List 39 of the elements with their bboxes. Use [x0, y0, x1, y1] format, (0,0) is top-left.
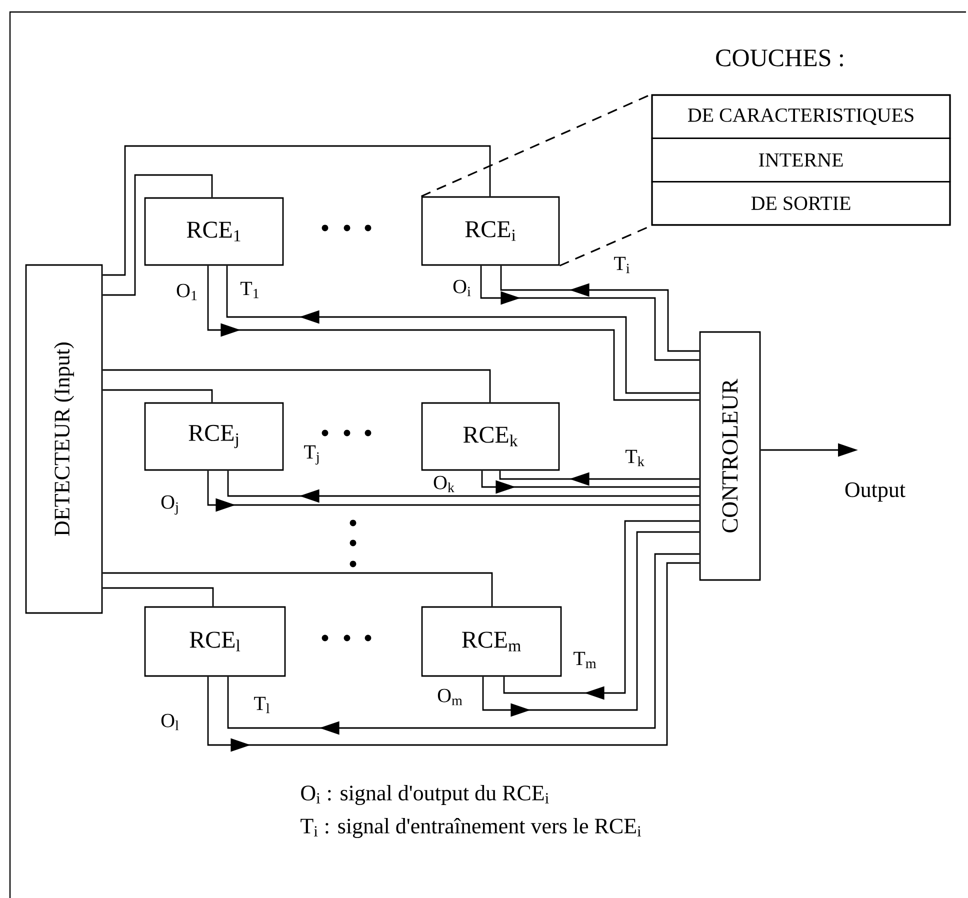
edge-label: O$_{i}$: [452, 278, 472, 298]
layer-cell: DE SORTIE: [651, 180, 951, 226]
rce-box: RCE$_{i}$: [421, 196, 560, 266]
edge-label: T$_{l}$: [252, 696, 272, 714]
edge-label: T$_{j}$: [302, 444, 322, 466]
edge-label: T$_{m}$: [572, 650, 598, 670]
edge-label: Output: [843, 481, 907, 503]
controller-box: CONTROLEUR: [699, 331, 761, 581]
signal-line: [503, 520, 700, 700]
connection-line: [102, 572, 493, 606]
edge-label: O$_{j}$: [160, 494, 180, 516]
note-text: T$_{i}$ : signal d'entraînement vers le RCE$_{i}$: [300, 818, 642, 838]
note-text: O$_{i}$ : signal d'output du RCE$_{i}$: [301, 785, 549, 805]
signal-line: [227, 470, 700, 503]
layer-cell: INTERNE: [651, 138, 951, 182]
signal-line: [227, 553, 700, 735]
edge-label: O$_{l}$: [160, 712, 180, 732]
rce-box: RCE$_{l}$: [144, 606, 286, 677]
edge-label: T$_{k}$: [624, 448, 646, 468]
table-heading: COUCHES :: [716, 50, 843, 66]
connection-line: [102, 587, 214, 606]
edge-label: T$_{i}$: [612, 256, 632, 274]
connection-line: [102, 145, 491, 276]
edge-label: O$_{k}$: [432, 474, 456, 494]
detector-box: DETECTEUR (Input): [25, 264, 103, 614]
rce-box: RCE$_{1}$: [144, 197, 284, 266]
connection-line: [102, 369, 491, 402]
signal-line: [500, 266, 700, 352]
rce-box: RCE$_{j}$: [144, 402, 284, 471]
connection-line: [102, 174, 213, 296]
connection-line: [102, 389, 213, 402]
signal-line: [499, 470, 700, 486]
layer-cell: DE CARACTERISTIQUES: [651, 94, 951, 140]
rce-box: RCE$_{m}$: [421, 606, 562, 677]
edge-label: O$_{m}$: [436, 688, 464, 706]
edge-label: T$_{1}$: [239, 280, 261, 300]
signal-line: [480, 266, 700, 361]
rce-box: RCE$_{k}$: [421, 402, 560, 471]
edge-label: O$_{1}$: [175, 282, 199, 302]
